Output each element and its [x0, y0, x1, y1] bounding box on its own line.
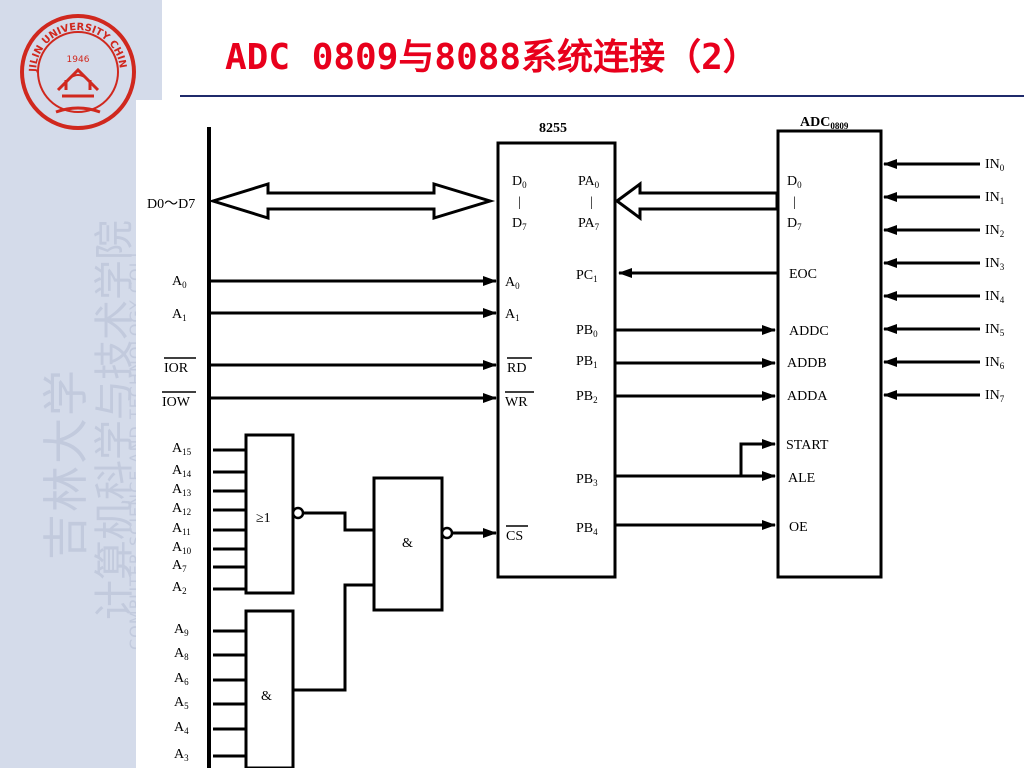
- gate-and-out-symbol: &: [402, 536, 413, 551]
- pin-adc-start: START: [786, 438, 829, 453]
- pin-8255-pa7: PA7: [578, 216, 600, 232]
- addr-a14: A14: [172, 463, 192, 479]
- pin-adc-addb: ADDB: [787, 356, 827, 371]
- pin-8255-cs: CS: [506, 529, 523, 544]
- addr-a7: A7: [172, 558, 187, 574]
- pin-adc-adda: ADDA: [787, 389, 828, 404]
- pin-8255-pc1: PC1: [576, 268, 598, 284]
- addr-a9: A9: [174, 622, 189, 638]
- addr-a13: A13: [172, 482, 192, 498]
- input-in6: IN6: [985, 355, 1005, 371]
- analog-inputs: [883, 159, 980, 400]
- pin-8255-d7: D7: [512, 216, 527, 232]
- addr-a11: A11: [172, 521, 191, 537]
- pin-adc-d0: D0: [787, 174, 802, 190]
- cpu-signal-a0: A0: [172, 274, 187, 290]
- chip-adc0809: [776, 129, 883, 579]
- slide-title: ADC 0809与8088系统连接（2）: [225, 37, 759, 78]
- pin-8255-pa-sep: |: [590, 195, 593, 210]
- chip-adc0809-label: ADC0809: [800, 115, 849, 131]
- input-in0: IN0: [985, 157, 1005, 173]
- input-in7: IN7: [985, 388, 1005, 404]
- data-bus-arrow: [207, 181, 496, 221]
- pin-8255-pa0: PA0: [578, 174, 600, 190]
- wire-and-to-and: [293, 583, 374, 692]
- pa-data-arrow: [614, 181, 779, 221]
- gate-or-inverter-bubble: [291, 506, 305, 520]
- addr-a2: A2: [172, 580, 187, 596]
- pin-8255-pb0: PB0: [576, 323, 598, 339]
- logo-year: 1946: [67, 55, 90, 65]
- wire-start: [739, 439, 776, 476]
- pin-8255-pb2: PB2: [576, 389, 598, 405]
- chip-8255: [496, 141, 617, 579]
- gate-and-input-wires: [213, 629, 246, 758]
- pin-adc-addc: ADDC: [789, 324, 829, 339]
- gate-and-low: [244, 609, 295, 768]
- pin-adc-oe: OE: [789, 520, 808, 535]
- cpu-signal-ior: IOR: [164, 361, 189, 376]
- input-in3: IN3: [985, 256, 1005, 272]
- chip-8255-label: 8255: [539, 121, 567, 136]
- addr-a15: A15: [172, 441, 192, 457]
- sidebar-strip: [0, 100, 136, 768]
- pin-8255-a1: A1: [505, 307, 520, 323]
- addr-a10: A10: [172, 540, 192, 556]
- addr-a12: A12: [172, 501, 191, 517]
- bus-label: D0～D7: [147, 197, 195, 212]
- pin-8255-d-sep: |: [518, 195, 521, 210]
- pin-adc-d-sep: |: [793, 195, 796, 210]
- title-divider: [180, 95, 1024, 97]
- addr-a5: A5: [174, 695, 189, 711]
- input-in2: IN2: [985, 223, 1004, 239]
- pin-adc-ale: ALE: [788, 471, 815, 486]
- pin-adc-eoc: EOC: [789, 267, 817, 282]
- pin-adc-d7: D7: [787, 216, 802, 232]
- gate-and-low-symbol: &: [261, 689, 272, 704]
- pin-8255-pb3: PB3: [576, 472, 598, 488]
- pin-8255-rd: RD: [507, 361, 526, 376]
- gate-or-input-wires: [213, 448, 246, 591]
- input-in5: IN5: [985, 322, 1005, 338]
- gate-or-symbol: ≥1: [256, 511, 271, 526]
- addr-a3: A3: [174, 747, 189, 763]
- cpu-signal-a1: A1: [172, 307, 187, 323]
- wire-or-to-and: [303, 511, 374, 532]
- pin-8255-pb4: PB4: [576, 521, 598, 537]
- input-in4: IN4: [985, 289, 1005, 305]
- addr-a6: A6: [174, 671, 189, 687]
- gate-and-out-inverter-bubble: [440, 526, 454, 540]
- gate-and-out: [372, 476, 444, 612]
- cpu-signal-iow: IOW: [162, 395, 191, 410]
- pin-8255-d0: D0: [512, 174, 527, 190]
- pin-8255-pb1: PB1: [576, 354, 598, 370]
- university-seal-icon: JILIN UNIVERSITY CHINA 1946: [18, 12, 136, 130]
- pin-8255-a0: A0: [505, 275, 520, 291]
- pin-8255-wr: WR: [505, 395, 528, 410]
- addr-a4: A4: [174, 720, 189, 736]
- addr-a8: A8: [174, 646, 189, 662]
- input-in1: IN1: [985, 190, 1004, 206]
